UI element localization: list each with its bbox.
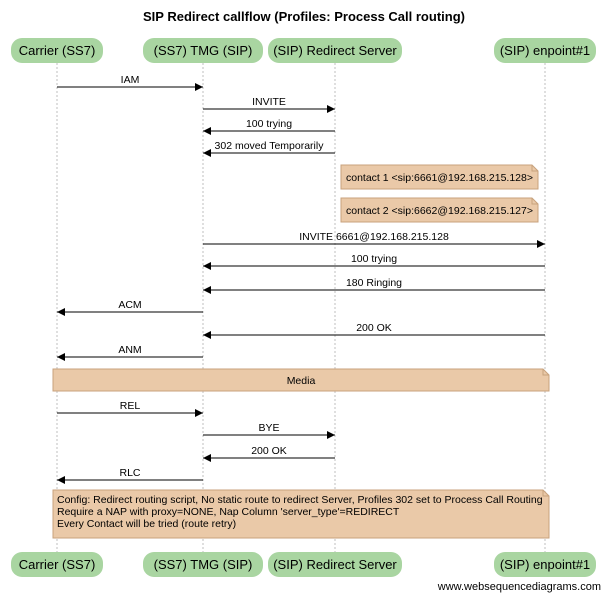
actor-box bbox=[268, 38, 402, 63]
actor-label: (SIP) Redirect Server bbox=[273, 557, 397, 572]
note-box bbox=[340, 164, 539, 190]
message-label: INVITE bbox=[252, 96, 286, 108]
config-note: Config: Redirect routing script, No stat… bbox=[52, 489, 550, 539]
actor-label: (SS7) TMG (SIP) bbox=[154, 557, 253, 572]
actor-endpoint-bottom: (SIP) enpoint#1 bbox=[494, 552, 596, 577]
note-fold bbox=[531, 165, 538, 172]
note-5: contact 2 <sip:6662@192.168.215.127> bbox=[340, 197, 539, 223]
actor-label: (SIP) enpoint#1 bbox=[500, 557, 590, 572]
message-2: 100 trying bbox=[203, 118, 335, 135]
message-label: 200 OK bbox=[251, 445, 287, 457]
actor-label: (SIP) Redirect Server bbox=[273, 43, 397, 58]
message-label: ANM bbox=[118, 344, 141, 356]
message-3: 302 moved Temporarily bbox=[203, 140, 335, 157]
actor-endpoint-top: (SIP) enpoint#1 bbox=[494, 38, 596, 63]
message-label: IAM bbox=[121, 74, 140, 86]
message-label: REL bbox=[120, 400, 141, 412]
actor-label: (SIP) enpoint#1 bbox=[500, 43, 590, 58]
config-note-line: Require a NAP with proxy=NONE, Nap Colum… bbox=[57, 506, 400, 518]
actor-carrier-top: Carrier (SS7) bbox=[11, 38, 103, 63]
actor-redirect-top: (SIP) Redirect Server bbox=[268, 38, 402, 63]
note-fold bbox=[531, 198, 538, 205]
message-label: ACM bbox=[118, 299, 141, 311]
actor-label: Carrier (SS7) bbox=[19, 43, 96, 58]
config-note-box bbox=[52, 489, 550, 539]
message-label: 180 Ringing bbox=[346, 277, 402, 289]
actor-carrier-bottom: Carrier (SS7) bbox=[11, 552, 103, 577]
message-13: REL bbox=[57, 400, 203, 417]
diagram-title: SIP Redirect callflow (Profiles: Process… bbox=[143, 9, 465, 24]
message-10: 200 OK bbox=[203, 322, 545, 339]
message-label: 200 OK bbox=[356, 322, 392, 334]
message-label: RLC bbox=[119, 467, 140, 479]
steps: IAM INVITE 100 trying 302 moved Temporarily… bbox=[52, 74, 550, 539]
span-box bbox=[52, 368, 550, 392]
actor-box bbox=[494, 552, 596, 577]
actor-box bbox=[11, 38, 103, 63]
actor-tmg-bottom: (SS7) TMG (SIP) bbox=[143, 552, 263, 577]
actor-box bbox=[11, 552, 103, 577]
message-7: 100 trying bbox=[203, 253, 545, 270]
actor-box bbox=[268, 552, 402, 577]
span-label: Media bbox=[287, 375, 316, 387]
note-text: contact 2 <sip:6662@192.168.215.127> bbox=[346, 205, 533, 217]
message-0: IAM bbox=[57, 74, 203, 91]
message-1: INVITE bbox=[203, 96, 335, 113]
message-8: 180 Ringing bbox=[203, 277, 545, 294]
message-label: BYE bbox=[258, 422, 279, 434]
actors-bottom: Carrier (SS7) (SS7) TMG (SIP) (SIP) Redire… bbox=[11, 552, 596, 577]
config-note-line: Config: Redirect routing script, No stat… bbox=[57, 494, 543, 506]
actor-label: (SS7) TMG (SIP) bbox=[154, 43, 253, 58]
footer-credit: www.websequencediagrams.com bbox=[437, 581, 601, 593]
message-15: 200 OK bbox=[203, 445, 335, 462]
message-9: ACM bbox=[57, 299, 203, 316]
message-label: 100 trying bbox=[351, 253, 397, 265]
actor-tmg-top: (SS7) TMG (SIP) bbox=[143, 38, 263, 63]
media-span: Media bbox=[52, 368, 550, 392]
actor-box bbox=[143, 552, 263, 577]
actor-label: Carrier (SS7) bbox=[19, 557, 96, 572]
message-6: INVITE 6661@192.168.215.128 bbox=[203, 231, 545, 248]
message-label: INVITE 6661@192.168.215.128 bbox=[299, 231, 449, 243]
note-text: contact 1 <sip:6661@192.168.215.128> bbox=[346, 172, 533, 184]
message-label: 100 trying bbox=[246, 118, 292, 130]
span-fold bbox=[542, 369, 549, 376]
message-16: RLC bbox=[57, 467, 203, 484]
config-note-fold bbox=[542, 490, 549, 497]
lifelines bbox=[56, 63, 546, 552]
message-11: ANM bbox=[57, 344, 203, 361]
note-4: contact 1 <sip:6661@192.168.215.128> bbox=[340, 164, 539, 190]
message-label: 302 moved Temporarily bbox=[215, 140, 325, 152]
message-14: BYE bbox=[203, 422, 335, 439]
actors-top: Carrier (SS7) (SS7) TMG (SIP) (SIP) Redire… bbox=[11, 38, 596, 63]
config-note-line: Every Contact will be tried (route retry… bbox=[57, 518, 236, 530]
actor-redirect-bottom: (SIP) Redirect Server bbox=[268, 552, 402, 577]
actor-box bbox=[143, 38, 263, 63]
actor-box bbox=[494, 38, 596, 63]
note-box bbox=[340, 197, 539, 223]
